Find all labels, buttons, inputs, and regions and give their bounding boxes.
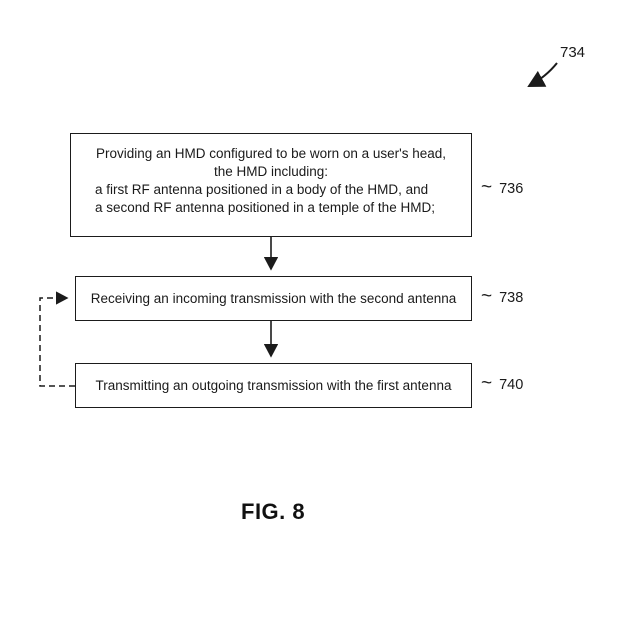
flow-step-736-line-2: the HMD including: — [213, 164, 329, 179]
flow-step-738-text: Receiving an incoming transmission with … — [90, 290, 457, 306]
reference-squiggle-icon: ~ — [481, 373, 493, 394]
reference-number-736: 736 — [499, 180, 524, 197]
figure-caption: FIG. 8 — [241, 499, 306, 524]
reference-squiggle-icon: ~ — [481, 177, 493, 198]
flow-step-736-line-1: Providing an HMD configured to be worn o… — [95, 146, 447, 161]
dashed-feedback-connector — [39, 291, 75, 387]
reference-label-738: ~ 738 — [481, 286, 524, 307]
flow-step-736: Providing an HMD configured to be worn o… — [70, 133, 472, 237]
reference-734-arrow — [527, 62, 558, 87]
reference-number-738: 738 — [499, 289, 524, 306]
flow-step-736-line-4: a second RF antenna positioned in a temp… — [95, 200, 435, 215]
flow-step-738: Receiving an incoming transmission with … — [75, 276, 472, 321]
flow-step-736-line-3: a first RF antenna positioned in a body … — [95, 182, 429, 197]
flow-step-740: Transmitting an outgoing transmission wi… — [75, 363, 472, 408]
reference-number-740: 740 — [499, 376, 524, 393]
flow-step-740-text: Transmitting an outgoing transmission wi… — [95, 377, 452, 393]
reference-squiggle-icon: ~ — [481, 286, 493, 307]
reference-label-736: ~ 736 — [481, 177, 524, 198]
figure-reference-734: 734 — [560, 44, 586, 61]
reference-label-740: ~ 740 — [481, 373, 524, 394]
